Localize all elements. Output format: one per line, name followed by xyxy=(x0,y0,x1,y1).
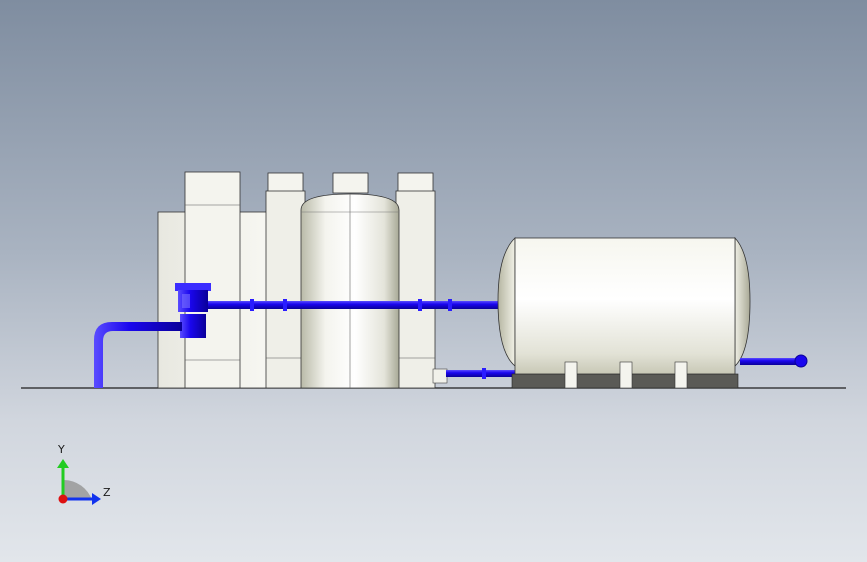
horizontal-storage-tank[interactable] xyxy=(497,236,751,389)
vertical-vessel[interactable] xyxy=(300,193,400,389)
membrane-column-3[interactable] xyxy=(395,172,436,389)
membrane-column-2[interactable] xyxy=(332,172,369,194)
inlet-pipe[interactable] xyxy=(94,322,182,388)
tank-discharge-pipe[interactable] xyxy=(740,358,798,365)
tank-saddle xyxy=(619,361,633,389)
discharge-valve[interactable] xyxy=(794,354,808,368)
pipe-flange xyxy=(283,299,287,311)
tank-saddle xyxy=(564,361,578,389)
triad-quadrant xyxy=(64,480,92,500)
tank-saddle xyxy=(674,361,688,389)
feed-pump[interactable] xyxy=(175,283,211,338)
membrane-column-1[interactable] xyxy=(265,172,306,389)
y-axis-arrowhead xyxy=(57,459,69,468)
z-axis-label: Z xyxy=(103,486,111,499)
x-axis-origin xyxy=(58,494,68,504)
filter-column-left[interactable] xyxy=(184,171,241,389)
lower-outlet-pipe[interactable] xyxy=(446,370,516,377)
outlet-connector xyxy=(432,368,448,384)
z-axis-arrowhead xyxy=(92,493,101,505)
pipe-flange xyxy=(448,299,452,311)
pipe-flange xyxy=(250,299,254,311)
pipe-flange xyxy=(418,299,422,311)
coordinate-triad xyxy=(57,459,101,505)
upper-process-pipe[interactable] xyxy=(205,301,501,309)
y-axis-label: Y xyxy=(58,443,65,456)
pipe-flange xyxy=(482,368,486,379)
